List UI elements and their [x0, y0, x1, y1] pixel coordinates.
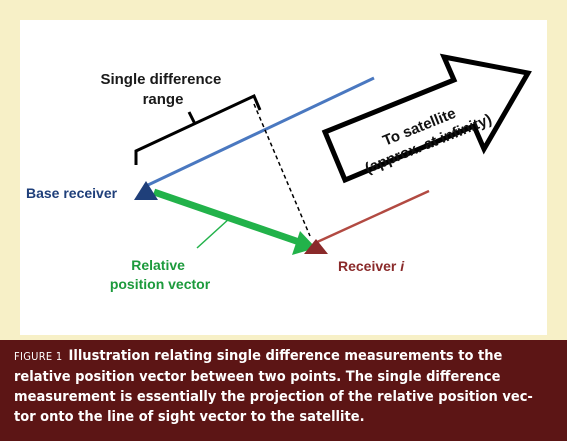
bracket-tick	[187, 111, 197, 125]
satellite-arrow	[321, 53, 532, 184]
figure-label: FIGURE 1	[14, 350, 63, 363]
caption-line-2: relative position vector between two poi…	[14, 369, 501, 385]
receiver-line-of-sight	[314, 189, 430, 245]
caption-line-3: measurement is essentially the projectio…	[14, 389, 533, 405]
base-receiver-marker	[134, 181, 158, 200]
receiver-i-label: Receiver i	[338, 258, 405, 274]
relative-position-vector	[152, 188, 304, 247]
single-difference-label: Single difference range	[100, 71, 225, 108]
receiver-i-marker	[304, 239, 328, 254]
base-line-of-sight	[147, 76, 375, 187]
base-receiver-label: Base receiver	[26, 185, 118, 201]
caption-line-4: tor onto the line of sight vector to the…	[14, 409, 365, 425]
relative-vector-leader	[196, 217, 231, 249]
relative-position-vector-label: Relative position vector	[110, 257, 211, 292]
relative-positioning-diagram: Single difference range To satellite (ap…	[26, 53, 532, 292]
projection-dashed-line	[253, 103, 311, 237]
